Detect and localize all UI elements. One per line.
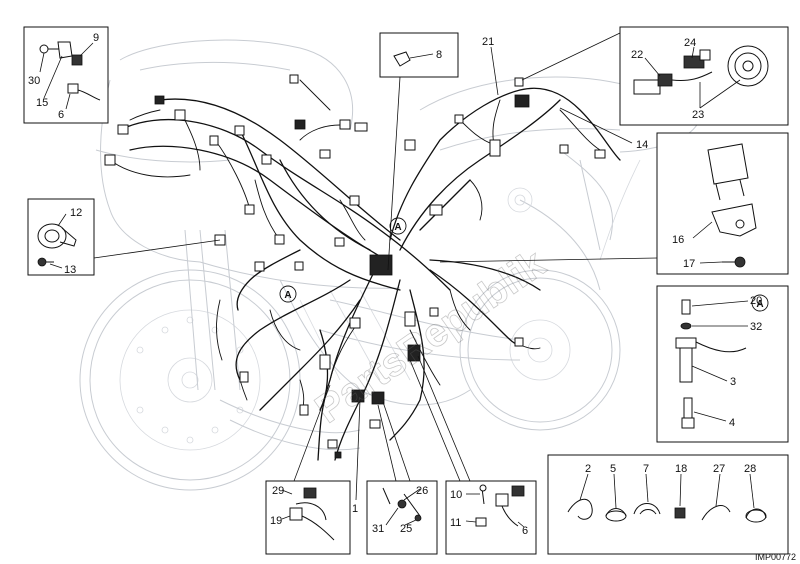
callout-21: 21 bbox=[482, 36, 494, 48]
callout-32: 32 bbox=[750, 321, 762, 333]
callout-29: 29 bbox=[272, 485, 284, 497]
svg-text:A: A bbox=[756, 299, 763, 310]
callout-4: 4 bbox=[729, 417, 735, 429]
callout-30: 30 bbox=[28, 75, 40, 87]
callout-6b: 6 bbox=[522, 525, 528, 537]
inset-box-31-25-26 bbox=[366, 480, 438, 555]
callout-24: 24 bbox=[684, 37, 696, 49]
ref-marker-box-a: A bbox=[751, 294, 769, 312]
callout-19: 19 bbox=[270, 515, 282, 527]
inset-box-horn bbox=[27, 198, 95, 276]
callout-13: 13 bbox=[64, 264, 76, 276]
callout-16: 16 bbox=[672, 234, 684, 246]
inset-box-top-left bbox=[23, 26, 109, 124]
ref-marker-harness-a: A bbox=[389, 217, 407, 235]
svg-text:A: A bbox=[284, 290, 291, 301]
callout-9: 9 bbox=[93, 32, 99, 44]
inset-box-29-19 bbox=[265, 480, 351, 555]
callout-23: 23 bbox=[692, 109, 704, 121]
callout-25: 25 bbox=[400, 523, 412, 535]
callout-11: 11 bbox=[450, 517, 461, 529]
callout-1: 1 bbox=[352, 503, 358, 515]
callout-15: 15 bbox=[36, 97, 48, 109]
inset-box-8 bbox=[379, 32, 459, 78]
callout-10: 10 bbox=[450, 489, 462, 501]
inset-box-clips bbox=[547, 454, 789, 555]
svg-text:A: A bbox=[394, 222, 401, 233]
callout-27: 27 bbox=[713, 463, 725, 475]
ref-marker-harness-a2: A bbox=[279, 285, 297, 303]
callout-6: 6 bbox=[58, 109, 64, 121]
callout-28: 28 bbox=[744, 463, 756, 475]
callout-26: 26 bbox=[416, 485, 428, 497]
callout-8: 8 bbox=[436, 49, 442, 61]
callout-22: 22 bbox=[631, 49, 643, 61]
callout-17: 17 bbox=[683, 258, 695, 270]
inset-box-10-11-6 bbox=[445, 480, 537, 555]
inset-box-16-17 bbox=[656, 132, 789, 275]
callout-3: 3 bbox=[730, 376, 736, 388]
callout-7: 7 bbox=[643, 463, 649, 475]
callout-31: 31 bbox=[372, 523, 384, 535]
callout-12: 12 bbox=[70, 207, 82, 219]
callout-5: 5 bbox=[610, 463, 616, 475]
callout-14: 14 bbox=[636, 139, 648, 151]
inset-box-coil: A bbox=[656, 285, 789, 443]
drawing-code: IMP00772 bbox=[755, 552, 796, 562]
inset-box-top-right bbox=[619, 26, 789, 126]
callout-2: 2 bbox=[585, 463, 591, 475]
callout-20: 20 bbox=[750, 295, 762, 307]
callout-18: 18 bbox=[675, 463, 687, 475]
callout-numbers: 9 30 15 6 8 21 24 22 23 14 12 13 16 17 2… bbox=[28, 32, 762, 537]
leader-lines bbox=[39, 32, 755, 528]
